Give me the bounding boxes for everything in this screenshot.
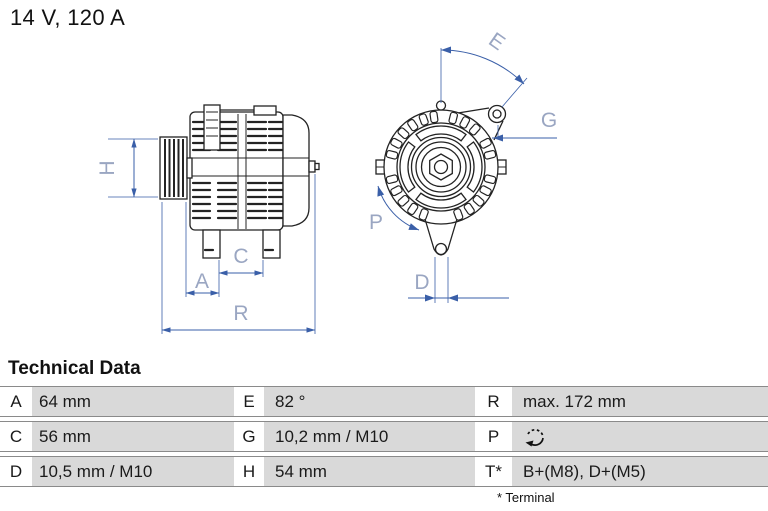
param-key: P bbox=[475, 422, 512, 451]
dimension-P: P bbox=[369, 185, 420, 234]
param-value: B+(M8), D+(M5) bbox=[512, 457, 768, 486]
dim-label-R: R bbox=[233, 302, 248, 325]
dim-label-C: C bbox=[233, 245, 248, 268]
table-row: A 64 mm E 82 ° R max. 172 mm bbox=[0, 386, 768, 417]
param-value: max. 172 mm bbox=[512, 387, 768, 416]
mounting-foot-front bbox=[202, 229, 221, 259]
dimension-ACR: C A R bbox=[161, 174, 316, 334]
param-key: R bbox=[475, 387, 512, 416]
table-row: D 10,5 mm / M10 H 54 mm T* B+(M8), D+(M5… bbox=[0, 456, 768, 487]
dimension-E: E bbox=[440, 28, 528, 108]
terminal-footnote: * Terminal bbox=[497, 490, 555, 505]
param-value: 10,2 mm / M10 bbox=[264, 422, 475, 451]
param-value: 54 mm bbox=[264, 457, 475, 486]
mounting-foot-rear bbox=[262, 229, 281, 259]
bottom-lug bbox=[424, 218, 458, 256]
param-value: 10,5 mm / M10 bbox=[32, 457, 234, 486]
table-row: C 56 mm G 10,2 mm / M10 P bbox=[0, 421, 768, 452]
param-key: A bbox=[0, 387, 32, 416]
param-key: T* bbox=[475, 457, 512, 486]
segment-ring bbox=[399, 125, 483, 209]
upper-right-lug bbox=[457, 104, 507, 141]
param-value: 82 ° bbox=[264, 387, 475, 416]
dim-label-G: G bbox=[541, 109, 557, 132]
param-value-icon bbox=[512, 422, 768, 451]
page-title: 14 V, 120 A bbox=[10, 5, 126, 30]
param-key: H bbox=[234, 457, 264, 486]
param-value: 56 mm bbox=[32, 422, 234, 451]
alternator-front-view: E G P D bbox=[369, 28, 557, 303]
terminal-stud bbox=[308, 160, 316, 173]
dimension-G: G bbox=[492, 109, 557, 142]
dimension-D: D bbox=[408, 257, 509, 303]
rear-cover bbox=[282, 114, 310, 227]
shaft-hex-nut bbox=[429, 153, 453, 181]
param-value: 64 mm bbox=[32, 387, 234, 416]
cooling-fins bbox=[191, 120, 284, 220]
alternator-side-view: H C A R bbox=[96, 104, 320, 334]
dimension-H: H bbox=[96, 138, 158, 198]
param-key: G bbox=[234, 422, 264, 451]
dim-label-P: P bbox=[369, 211, 383, 234]
dim-label-H: H bbox=[96, 160, 119, 175]
technical-data-table: A 64 mm E 82 ° R max. 172 mm C 56 mm G 1… bbox=[0, 386, 768, 491]
dim-label-D: D bbox=[414, 271, 429, 294]
param-key: C bbox=[0, 422, 32, 451]
param-key: E bbox=[234, 387, 264, 416]
dim-label-E: E bbox=[484, 28, 509, 55]
top-lug-2 bbox=[253, 105, 277, 116]
section-heading: Technical Data bbox=[8, 358, 141, 379]
alternator-technical-drawing: H C A R bbox=[96, 28, 557, 334]
param-key: D bbox=[0, 457, 32, 486]
dim-label-A: A bbox=[195, 270, 209, 293]
rotation-direction-ccw-icon bbox=[525, 428, 544, 446]
